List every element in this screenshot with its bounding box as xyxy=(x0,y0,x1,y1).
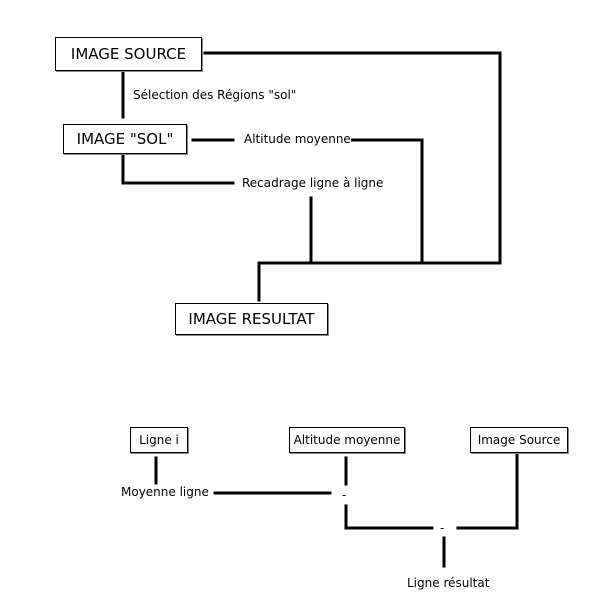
image-resultat-label: IMAGE RESULTAT xyxy=(188,310,315,328)
image-sol-label: IMAGE "SOL" xyxy=(76,130,174,148)
minus-operator-2: - xyxy=(440,521,445,535)
ligne-i-box: Ligne i xyxy=(130,427,188,453)
image-source-label: IMAGE SOURCE xyxy=(70,45,187,63)
altitude-moyenne-label: Altitude moyenne xyxy=(244,132,351,146)
altitude-moyenne-box: Altitude moyenne xyxy=(289,427,405,453)
image-source-small-label: Image Source xyxy=(477,433,561,447)
image-sol-box: IMAGE "SOL" xyxy=(63,124,187,154)
image-source-box: IMAGE SOURCE xyxy=(55,37,202,71)
connector-minus-to-minus2 xyxy=(344,504,434,530)
connector-source-to-result xyxy=(203,51,502,302)
connector-sol-to-recadrage xyxy=(121,151,235,185)
ligne-i-label: Ligne i xyxy=(139,433,179,447)
connector-source-to-minus2 xyxy=(456,451,519,530)
altitude-moyenne-box-label: Altitude moyenne xyxy=(293,433,401,447)
moyenne-ligne-label: Moyenne ligne xyxy=(121,485,209,499)
selection-regions-label: Sélection des Régions "sol" xyxy=(133,88,297,102)
ligne-resultat-label: Ligne résultat xyxy=(407,576,490,590)
minus-operator-1: - xyxy=(342,488,347,502)
connector-altitude-to-bus xyxy=(350,138,424,265)
image-resultat-box: IMAGE RESULTAT xyxy=(175,303,328,335)
image-source-small-box: Image Source xyxy=(470,427,568,453)
recadrage-label: Recadrage ligne à ligne xyxy=(242,176,384,190)
